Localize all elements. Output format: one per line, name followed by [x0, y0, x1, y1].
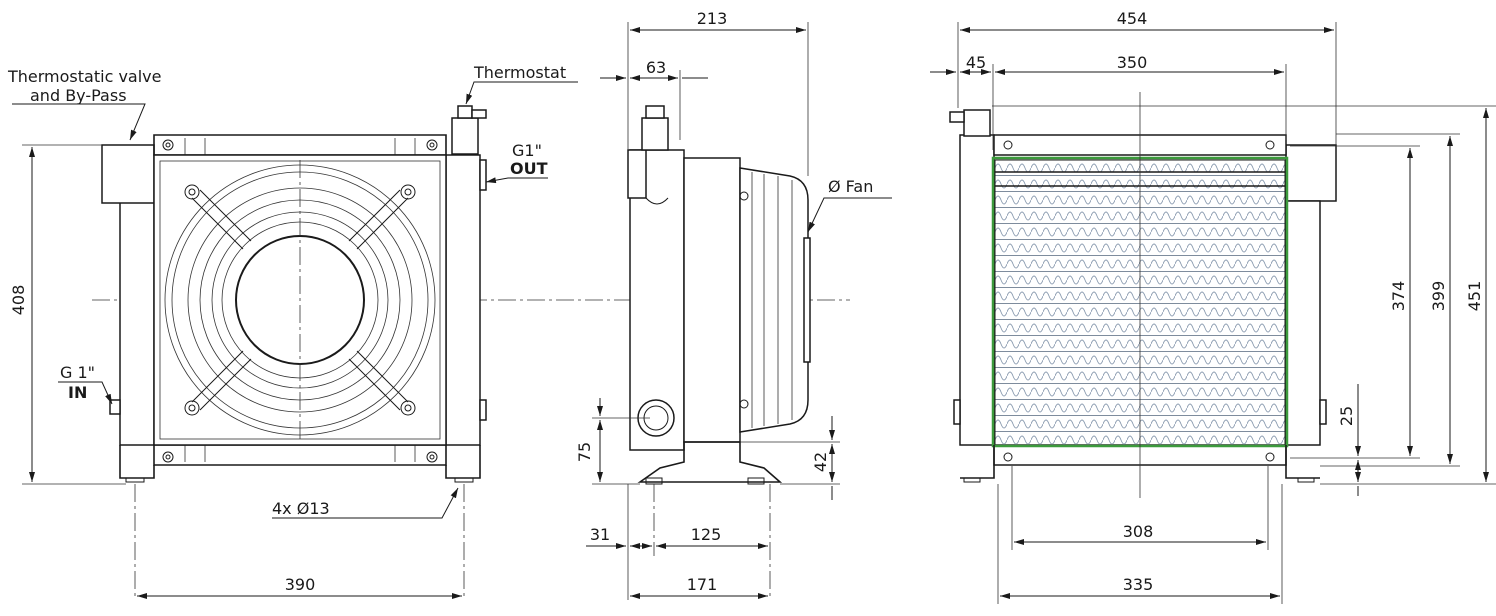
dim-side-foot-pitch: 125: [691, 525, 722, 544]
dim-rear-core-height: 374: [1389, 281, 1408, 312]
dim-front-width: 390: [285, 575, 316, 594]
thermostat-plug: [471, 109, 487, 119]
dim-side-valve-offset: 63: [646, 58, 666, 77]
right-port: [479, 399, 487, 421]
out-port: [479, 159, 487, 191]
label-bypass: and By-Pass: [30, 86, 127, 105]
fan-shroud: [683, 157, 741, 443]
bottom-flange: [153, 444, 447, 466]
rear-left-tank: [959, 134, 995, 446]
rear-thermostat: [963, 109, 991, 137]
dim-rear-offset: 45: [966, 53, 986, 72]
dim-side-depth: 213: [697, 9, 728, 28]
top-flange: [153, 134, 447, 156]
dim-side-foot-width: 171: [687, 575, 718, 594]
dim-front-height: 408: [9, 285, 28, 316]
dim-side-foot-offset: 31: [590, 525, 610, 544]
in-port: [109, 399, 121, 415]
label-fan: Ø Fan: [828, 177, 873, 196]
front-view: 408 390 Thermostatic valve and By-Pass T…: [7, 63, 850, 600]
label-out-size: G1": [512, 141, 542, 160]
left-foot: [119, 445, 155, 479]
fan-housing: [739, 167, 809, 433]
dim-side-foot-height: 42: [811, 452, 830, 472]
dim-rear-base-width: 335: [1123, 575, 1154, 594]
rear-valve-body: [1285, 144, 1337, 202]
corner-bolts: [162, 139, 438, 463]
side-thermostat: [641, 117, 669, 151]
right-tank: [445, 154, 481, 446]
thermostat-head: [457, 105, 473, 119]
label-thermostatic-valve: Thermostatic valve: [7, 67, 161, 86]
label-thermostat: Thermostat: [473, 63, 566, 82]
label-in: IN: [68, 383, 87, 402]
side-view: 213 63 Ø Fan 75 42 31 125 171: [575, 9, 892, 600]
side-valve: [627, 149, 647, 199]
label-out: OUT: [510, 159, 548, 178]
label-holes: 4x Ø13: [272, 499, 330, 518]
rear-view: 454 45 350 374 399 451 25 308: [930, 9, 1496, 604]
dim-rear-bottom-offset: 25: [1337, 406, 1356, 426]
dim-rear-core-width: 350: [1117, 53, 1148, 72]
dim-rear-height-399: 399: [1429, 281, 1448, 312]
dim-rear-total-height: 451: [1465, 281, 1484, 312]
dim-rear-mount-pitch: 308: [1123, 522, 1154, 541]
dim-side-inlet-height: 75: [575, 442, 594, 462]
fan-rim: [803, 237, 811, 363]
thermostat-body: [451, 117, 479, 155]
rear-right-tank: [1285, 200, 1321, 446]
thermostatic-valve-body: [101, 144, 155, 204]
dim-rear-total-width: 454: [1117, 9, 1148, 28]
label-in-size: G 1": [60, 363, 95, 382]
right-foot: [445, 445, 481, 479]
